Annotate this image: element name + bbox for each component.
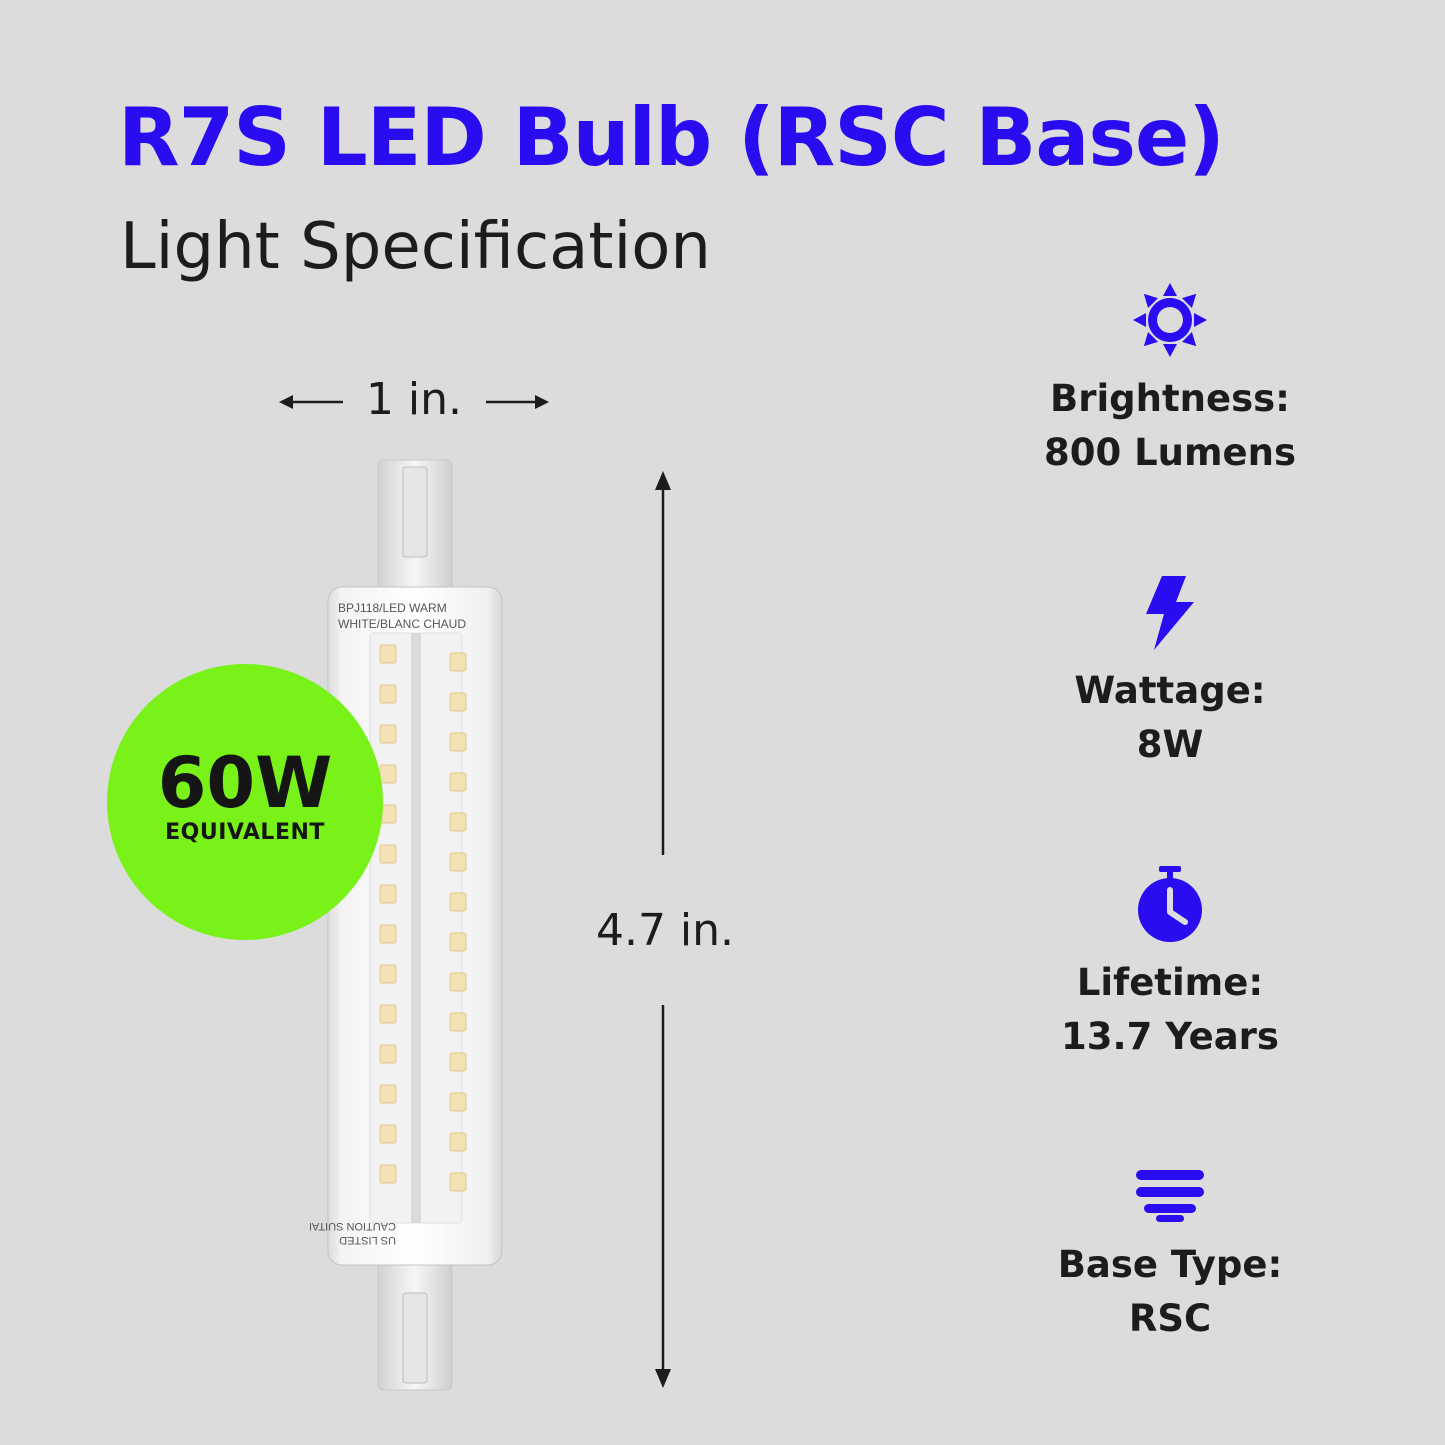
sun-ray (1163, 283, 1177, 296)
sun-ray (1143, 332, 1158, 347)
spec-lifetime-label: Lifetime: (1076, 961, 1264, 1004)
bulb-terminal-bottom-pin (402, 1292, 428, 1384)
led-chip (449, 1132, 467, 1152)
led-chip (379, 684, 397, 704)
spec-wattage-label: Wattage: (1074, 669, 1266, 712)
led-chip (379, 1004, 397, 1024)
spec-lifetime: Lifetime: 13.7 Years (1000, 864, 1340, 1064)
spec-brightness: Brightness: 800 Lumens (1000, 282, 1340, 480)
led-chip (379, 964, 397, 984)
led-chips (379, 644, 467, 1192)
sun-icon (1133, 283, 1207, 357)
badge-label: EQUIVALENT (165, 819, 325, 845)
width-dimension: 1 in. (276, 372, 552, 432)
width-arrowhead-left (279, 395, 293, 409)
led-chip (379, 844, 397, 864)
spec-wattage: Wattage: 8W (1000, 574, 1340, 772)
bulb-print-top-2: WHITE/BLANC CHAUD (338, 617, 466, 631)
led-chip (379, 1044, 397, 1064)
led-chip (449, 972, 467, 992)
spec-base-type-label: Base Type: (1057, 1243, 1283, 1286)
sun-ray (1143, 293, 1158, 308)
led-chip (379, 764, 397, 784)
spec-base-type: Base Type: RSC (1000, 1168, 1340, 1346)
led-chip (449, 652, 467, 672)
bulb-terminal-top-pin (402, 466, 428, 558)
spec-wattage-value: 8W (1136, 723, 1204, 766)
led-chip (449, 932, 467, 952)
bulb-print-bottom-1: US LISTED (339, 1234, 396, 1246)
equivalent-badge: 60W EQUIVALENT (107, 664, 383, 940)
led-chip (449, 732, 467, 752)
badge-value: 60W (157, 741, 333, 824)
sun-ray (1182, 332, 1197, 347)
led-chip (449, 1172, 467, 1192)
led-chip (379, 1124, 397, 1144)
bulb-print-bottom-2: CAUTION SUITABLE FOR (310, 1220, 396, 1232)
lightning-icon (1146, 576, 1194, 650)
bulb-illustration: BPJ118/LED WARM WHITE/BLANC CHAUD US LIS… (310, 459, 503, 1391)
page-title: R7S LED Bulb (RSC Base) (118, 91, 1225, 184)
led-chip (379, 1164, 397, 1184)
spec-base-type-value: RSC (1128, 1297, 1212, 1340)
led-chip (379, 1084, 397, 1104)
led-chip (449, 852, 467, 872)
led-chip (449, 1012, 467, 1032)
led-chip (379, 644, 397, 664)
led-chip (449, 692, 467, 712)
led-chip (449, 1052, 467, 1072)
sun-ray (1194, 313, 1207, 327)
stopwatch-icon (1138, 866, 1202, 942)
height-arrowhead-bottom (655, 1369, 671, 1388)
spec-lifetime-value: 13.7 Years (1061, 1015, 1279, 1058)
sun-ray (1133, 313, 1146, 327)
led-chip (449, 772, 467, 792)
sun-ray (1163, 344, 1177, 357)
width-label: 1 in. (365, 374, 463, 425)
led-chip (449, 812, 467, 832)
page-subtitle: Light Specification (120, 210, 711, 284)
spec-brightness-value: 800 Lumens (1043, 431, 1297, 474)
led-chip (379, 924, 397, 944)
led-chip (449, 1092, 467, 1112)
height-label: 4.7 in. (595, 905, 735, 956)
sun-ray (1182, 293, 1197, 308)
led-chip (379, 884, 397, 904)
led-chip (379, 724, 397, 744)
height-arrowhead-top (655, 471, 671, 490)
base-type-icon (1136, 1170, 1204, 1222)
led-chip (449, 892, 467, 912)
bulb-print-top-1: BPJ118/LED WARM (338, 601, 447, 615)
width-arrowhead-right (535, 395, 549, 409)
spec-brightness-label: Brightness: (1050, 377, 1290, 420)
